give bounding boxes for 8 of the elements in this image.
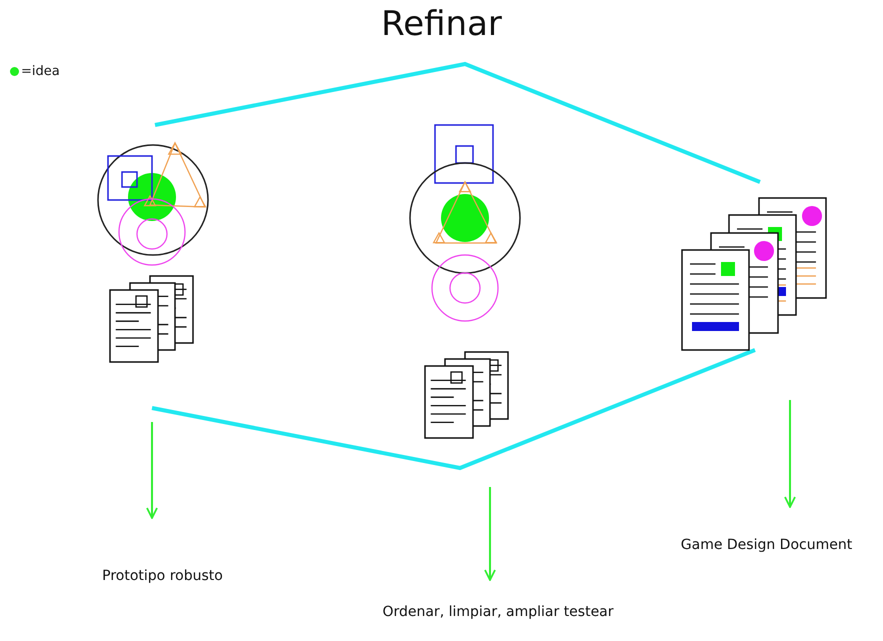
result-label: Ordenar, limpiar, ampliar testear [381, 603, 615, 622]
legend-text: =idea [21, 64, 60, 79]
result-label: Prototipo robusto [101, 567, 224, 586]
title: Refinar [380, 4, 503, 44]
arrow [484, 487, 496, 581]
result-label: Game Design Document [680, 536, 854, 555]
arrow [784, 400, 796, 508]
arrow [146, 422, 158, 519]
